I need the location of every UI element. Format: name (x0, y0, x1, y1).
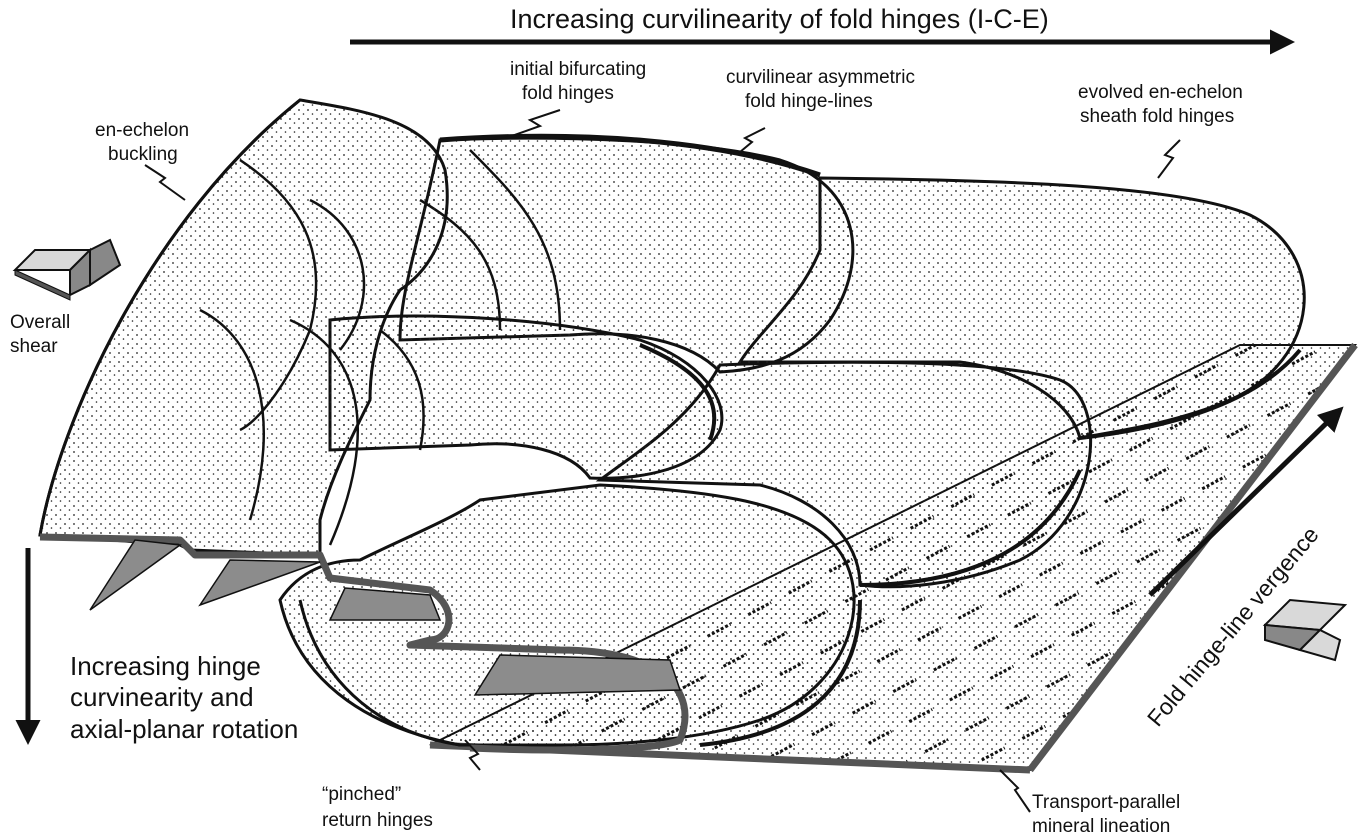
shear-block-icon-lower (1265, 600, 1345, 660)
leader-sheath (1158, 140, 1180, 178)
label-top-arrow: Increasing curvilinearity of fold hinges… (510, 4, 1049, 34)
leader-buckling (145, 165, 185, 200)
shear-block-icon-upper (15, 240, 120, 300)
leader-asymmetric (740, 128, 765, 152)
label-left-arrow-2: curvinearity and (70, 682, 254, 712)
label-lineation-1: Transport-parallel (1032, 792, 1180, 813)
label-sheath-2: sheath fold hinges (1080, 106, 1234, 127)
label-shear-2: shear (10, 336, 58, 357)
label-left-arrow-3: axial-planar rotation (70, 714, 298, 744)
label-asymmetric-2: fold hinge-lines (745, 91, 873, 112)
label-left-arrow-1: Increasing hinge (70, 651, 261, 681)
label-sheath-1: evolved en-echelon (1078, 82, 1243, 103)
label-bifurcating-1: initial bifurcating (510, 59, 646, 80)
leader-bifurcating (506, 110, 560, 138)
label-buckling-1: en-echelon (95, 120, 189, 141)
leader-lineation (1000, 770, 1030, 812)
label-pinched-2: return hinges (322, 810, 433, 831)
label-pinched-1: “pinched” (322, 784, 401, 805)
label-shear-1: Overall (10, 312, 70, 333)
label-bifurcating-2: fold hinges (522, 83, 614, 104)
label-buckling-2: buckling (108, 144, 178, 165)
label-asymmetric-1: curvilinear asymmetric (726, 67, 915, 88)
label-lineation-2: mineral lineation (1032, 816, 1170, 837)
